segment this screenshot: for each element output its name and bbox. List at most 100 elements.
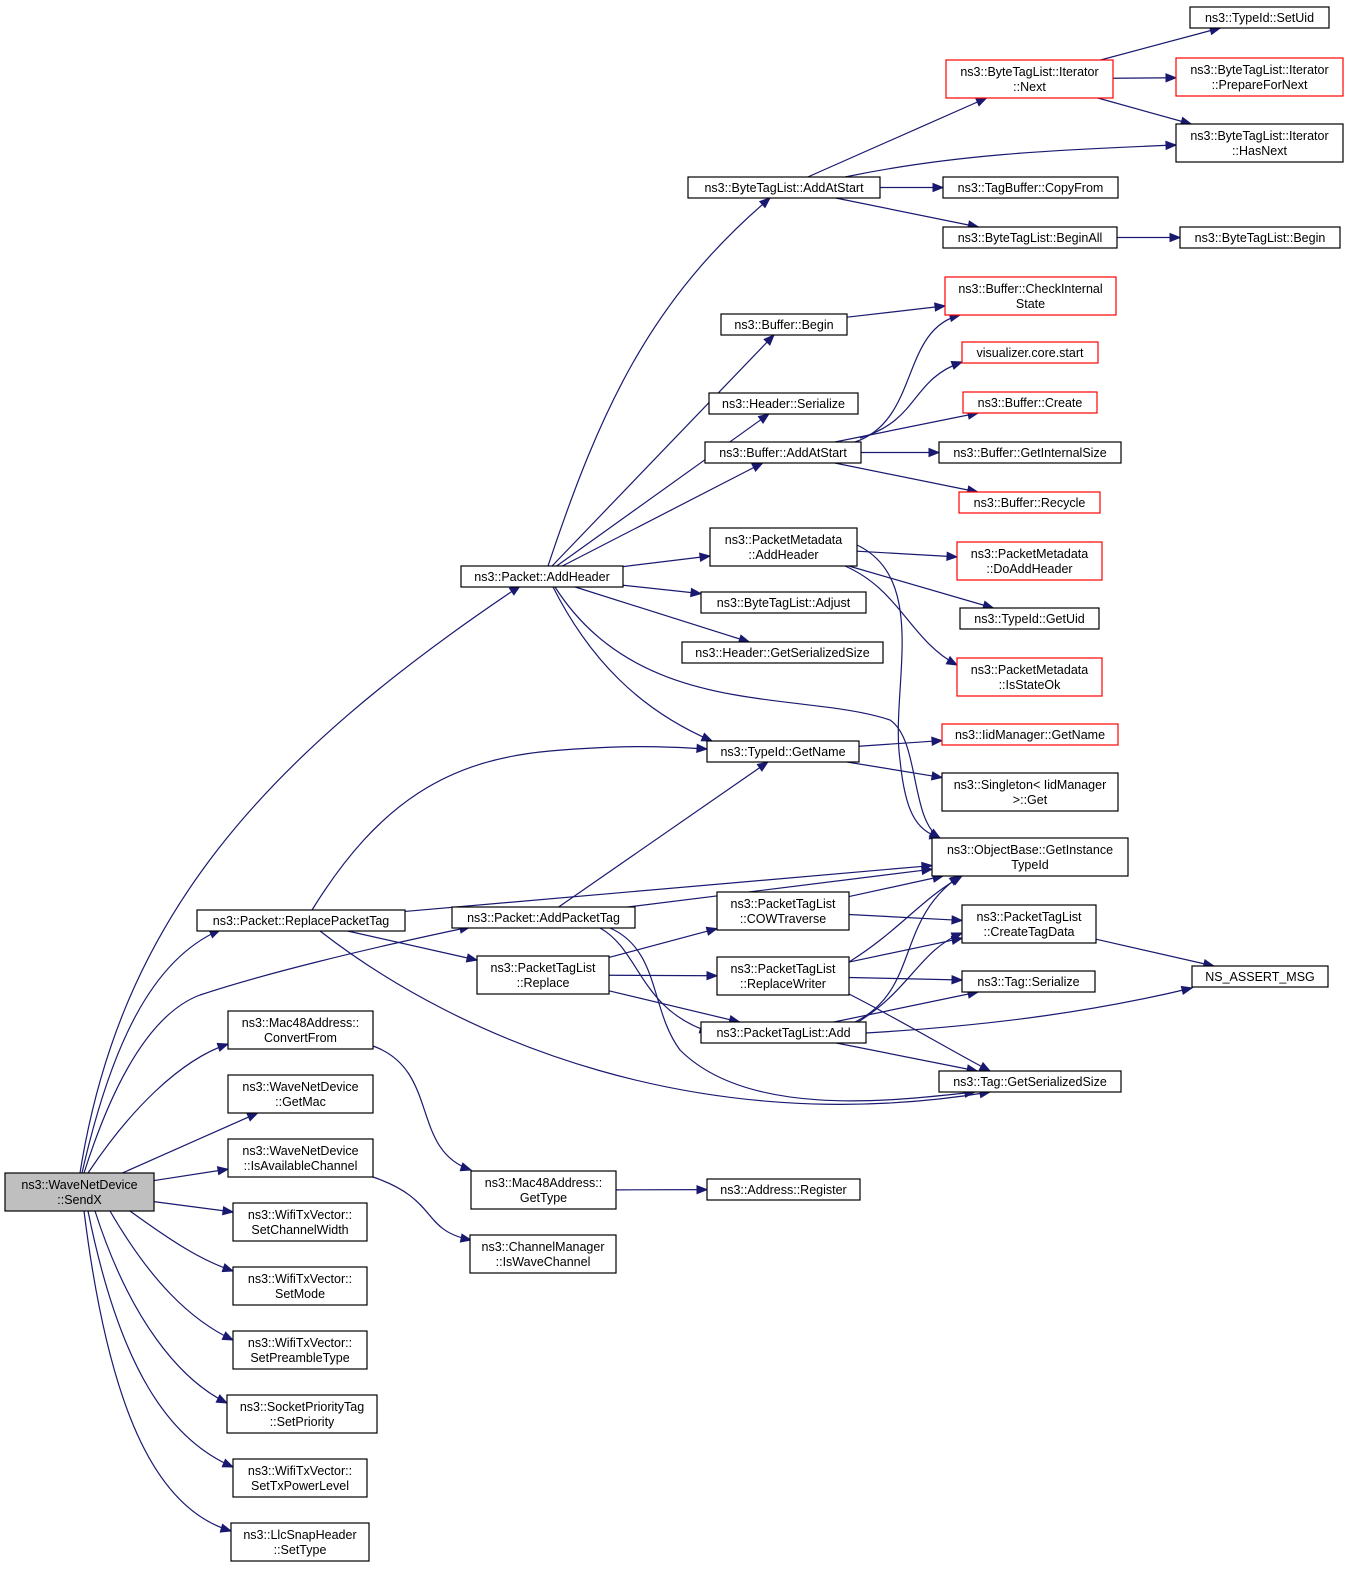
edge-buffer_addatstart-to-viz_core_start: [859, 360, 964, 439]
node-label: ns3::ChannelManager: [482, 1240, 605, 1254]
node-label: GetType: [520, 1191, 567, 1205]
node-label: ns3::Singleton< IidManager: [954, 778, 1107, 792]
node-label: ConvertFrom: [264, 1031, 337, 1045]
edge-replacepackettag-to-ptl_replace: [347, 930, 479, 963]
node-viz_core_start[interactable]: visualizer.core.start: [961, 341, 1099, 364]
node-iswavechannel[interactable]: ns3::ChannelManager::IsWaveChannel: [469, 1234, 617, 1274]
node-getmac[interactable]: ns3::WaveNetDevice::GetMac: [227, 1074, 374, 1114]
node-ns_assert_msg[interactable]: NS_ASSERT_MSG: [1191, 965, 1329, 988]
node-tag_serialize[interactable]: ns3::Tag::Serialize: [961, 970, 1096, 993]
node-tag_getserializedsize[interactable]: ns3::Tag::GetSerializedSize: [938, 1070, 1122, 1093]
node-label: ns3::WifiTxVector::: [248, 1272, 352, 1286]
node-settype[interactable]: ns3::LlcSnapHeader::SetType: [230, 1522, 370, 1562]
node-box: [958, 491, 1101, 514]
node-box: [226, 1394, 378, 1434]
node-isavailablechannel[interactable]: ns3::WaveNetDevice::IsAvailableChannel: [227, 1138, 374, 1178]
edge-sendx-to-settype: [83, 1210, 233, 1533]
node-tagbuffer_copyfrom[interactable]: ns3::TagBuffer::CopyFrom: [942, 176, 1119, 199]
node-label: ns3::Buffer::Recycle: [974, 496, 1086, 510]
node-box: [956, 657, 1103, 697]
node-pm_doaddheader[interactable]: ns3::PacketMetadata::DoAddHeader: [956, 541, 1103, 581]
node-replacepackettag[interactable]: ns3::Packet::ReplacePacketTag: [196, 909, 406, 932]
node-ptl_cowtraverse[interactable]: ns3::PacketTagList::COWTraverse: [716, 891, 850, 931]
edge-bytetag_addatstart-to-tagbuffer_copyfrom: [880, 182, 945, 193]
node-label: ns3::PacketTagList: [731, 962, 836, 976]
node-label: ns3::WaveNetDevice: [242, 1144, 358, 1158]
node-box: [1191, 965, 1329, 988]
node-label: ns3::PacketMetadata: [971, 547, 1088, 561]
node-label: ns3::ByteTagList::Begin: [1195, 231, 1326, 245]
edge-sendx-to-setchannelwidth: [148, 1200, 235, 1216]
node-setpreambletype[interactable]: ns3::WifiTxVector::SetPreambleType: [232, 1330, 368, 1370]
node-ptl_replacewriter[interactable]: ns3::PacketTagList::ReplaceWriter: [716, 956, 850, 996]
node-label: ns3::Buffer::GetInternalSize: [953, 446, 1106, 460]
node-box: [931, 837, 1129, 877]
node-sendx[interactable]: ns3::WaveNetDevice::SendX: [4, 1172, 155, 1212]
edge-replacepackettag-to-tag_getserializedsize: [319, 930, 992, 1105]
node-setchannelwidth[interactable]: ns3::WifiTxVector::SetChannelWidth: [232, 1202, 368, 1242]
node-label: ::IsWaveChannel: [496, 1255, 591, 1269]
node-bytetag_beginall[interactable]: ns3::ByteTagList::BeginAll: [942, 226, 1118, 249]
node-buffer_getinternalsize[interactable]: ns3::Buffer::GetInternalSize: [938, 441, 1122, 464]
node-label: NS_ASSERT_MSG: [1205, 970, 1315, 984]
edge-convertfrom-to-mac48_gettype: [372, 1045, 473, 1172]
node-label: ns3::Buffer::CheckInternal: [958, 282, 1102, 296]
node-iter_next[interactable]: ns3::ByteTagList::Iterator::Next: [945, 59, 1114, 99]
node-singleton_get[interactable]: ns3::Singleton< IidManager>::Get: [941, 772, 1119, 812]
node-buffer_recycle[interactable]: ns3::Buffer::Recycle: [958, 491, 1101, 514]
node-typeid_getuid[interactable]: ns3::TypeId::GetUid: [959, 607, 1100, 630]
node-label: ::CreateTagData: [983, 925, 1074, 939]
edge-iter_next-to-iter_hasnext: [1097, 97, 1193, 126]
node-box: [709, 527, 858, 567]
edge-addpackettag-to-ptl_add: [599, 927, 712, 1034]
node-addheader[interactable]: ns3::Packet::AddHeader: [460, 565, 624, 588]
node-label: SetPreambleType: [250, 1351, 349, 1365]
node-address_register[interactable]: ns3::Address::Register: [706, 1178, 861, 1201]
node-iter_preparefornext[interactable]: ns3::ByteTagList::Iterator::PrepareForNe…: [1175, 57, 1344, 97]
node-typeid_setuid[interactable]: ns3::TypeId::SetUid: [1189, 6, 1330, 29]
node-bytetag_addatstart[interactable]: ns3::ByteTagList::AddAtStart: [687, 176, 881, 199]
edge-buffer_addatstart-to-buffer_getinternalsize: [861, 447, 941, 458]
node-buffer_create[interactable]: ns3::Buffer::Create: [962, 391, 1098, 414]
node-label: ns3::Header::Serialize: [722, 397, 845, 411]
node-label: State: [1016, 297, 1045, 311]
node-box: [460, 565, 624, 588]
node-iidmanager_getname[interactable]: ns3::IidManager::GetName: [941, 723, 1119, 746]
edge-addheader-to-bytetag_addatstart: [547, 197, 772, 567]
node-bytetag_begin[interactable]: ns3::ByteTagList::Begin: [1179, 226, 1341, 249]
node-iter_hasnext[interactable]: ns3::ByteTagList::Iterator::HasNext: [1175, 123, 1344, 163]
node-addpackettag[interactable]: ns3::Packet::AddPacketTag: [451, 906, 636, 929]
node-pm_isstateok[interactable]: ns3::PacketMetadata::IsStateOk: [956, 657, 1103, 697]
node-header_getserializedsize[interactable]: ns3::Header::GetSerializedSize: [681, 641, 884, 664]
node-buffer_begin[interactable]: ns3::Buffer::Begin: [720, 313, 848, 336]
node-box: [956, 541, 1103, 581]
node-buffer_addatstart[interactable]: ns3::Buffer::AddAtStart: [704, 441, 862, 464]
node-box: [1179, 226, 1341, 249]
node-label: ns3::WifiTxVector::: [248, 1336, 352, 1350]
node-setpriority[interactable]: ns3::SocketPriorityTag::SetPriority: [226, 1394, 378, 1434]
node-label: ::SetPriority: [270, 1415, 335, 1429]
node-label: ns3::ByteTagList::Adjust: [717, 596, 851, 610]
node-mac48_gettype[interactable]: ns3::Mac48Address::GetType: [470, 1170, 617, 1210]
edge-ptl_add-to-tag_serialize: [833, 989, 980, 1023]
node-bytetag_adjust[interactable]: ns3::ByteTagList::Adjust: [700, 591, 867, 614]
node-label: ns3::WaveNetDevice: [21, 1178, 137, 1192]
node-ptl_createtagdata[interactable]: ns3::PacketTagList::CreateTagData: [961, 904, 1097, 944]
node-header_serialize[interactable]: ns3::Header::Serialize: [708, 392, 859, 415]
node-box: [704, 441, 862, 464]
node-label: visualizer.core.start: [977, 346, 1085, 360]
node-convertfrom[interactable]: ns3::Mac48Address::ConvertFrom: [227, 1010, 374, 1050]
node-pm_addheader[interactable]: ns3::PacketMetadata::AddHeader: [709, 527, 858, 567]
node-setmode[interactable]: ns3::WifiTxVector::SetMode: [232, 1266, 368, 1306]
node-typeid_getname[interactable]: ns3::TypeId::GetName: [706, 740, 860, 763]
edge-addheader-to-bytetag_adjust: [622, 584, 703, 598]
node-box: [716, 891, 850, 931]
node-label: ns3::Buffer::AddAtStart: [719, 446, 847, 460]
node-ptl_replace[interactable]: ns3::PacketTagList::Replace: [476, 955, 610, 995]
node-ptl_add[interactable]: ns3::PacketTagList::Add: [700, 1021, 867, 1044]
node-label: ::Replace: [517, 976, 570, 990]
edge-buffer_addatstart-to-buffer_create: [834, 410, 980, 443]
node-settxpowerlevel[interactable]: ns3::WifiTxVector::SetTxPowerLevel: [232, 1458, 368, 1498]
